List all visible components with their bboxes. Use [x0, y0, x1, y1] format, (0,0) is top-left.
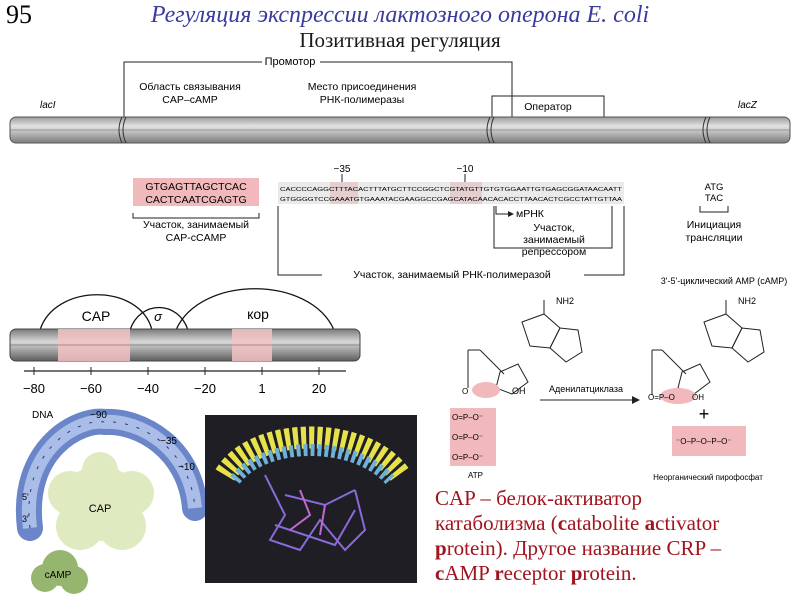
initiation-label-1: Инициация [687, 219, 742, 231]
repressor-label-1: Участок, [533, 222, 574, 234]
dna-cylinder [9, 116, 791, 144]
note-line-3: protein). Другое название CRP – [435, 536, 722, 560]
nh2-right: NH2 [738, 296, 756, 306]
polymerase-site-label-1: Место присоединения [308, 81, 417, 93]
cap-protein-label: CAP [89, 503, 112, 515]
sigma-arc [129, 307, 189, 331]
map-tick-label: 20 [312, 381, 326, 396]
cap-protein [48, 452, 154, 550]
enzyme-label: Аденилатциклаза [549, 384, 623, 394]
cap-site-label-2: CAP–cAMP [162, 94, 217, 106]
cap-seq-top: GTGAGTTAGCTCAC [145, 181, 247, 193]
minus35-label: −35 [334, 164, 351, 175]
svg-text:O=P–O⁻: O=P–O⁻ [452, 433, 483, 442]
promoter-seq-top: CACCCCAGGCTTTACACTTTATGCTTCCGGCTCGTATGTT… [280, 187, 623, 193]
polymerase-site-label-2: РНК-полимеразы [320, 94, 404, 106]
map-tick-label: −80 [23, 381, 45, 396]
binding-map: CAP σ кор −80 −60 −40 −20 1 20 [9, 288, 361, 396]
laci-label: lacI [40, 100, 56, 111]
end5-label: 5' [22, 492, 29, 502]
map-tick-label: −60 [80, 381, 102, 396]
cap-sequence-box: GTGAGTTAGCTCAC CACTCAATCGAGTG Участок, з… [132, 178, 260, 244]
sigma-region-tag: σ [154, 309, 163, 324]
initiation-label-2: трансляции [685, 232, 742, 244]
cap-arc [39, 294, 153, 331]
dna-label: DNA [32, 410, 53, 421]
svg-text:O=P–O⁻: O=P–O⁻ [452, 413, 483, 422]
start-codon-bottom: TAC [705, 193, 723, 204]
repressor-label-3: репрессором [522, 246, 586, 258]
slide-number: 95 [6, 0, 32, 29]
polymerase-region-label: Участок, занимаемый РНК-полимеразой [353, 269, 551, 281]
core-arc [175, 288, 335, 331]
cap-region-label-1: Участок, занимаемый [143, 219, 249, 231]
camp-label: cAMP [45, 570, 72, 581]
crystal-structure-image [205, 415, 417, 583]
cap-dna-model: CAP cAMP DNA −90 −35 −10 5' 3' [15, 408, 205, 594]
svg-text:O: O [462, 387, 468, 396]
operon-diagram: Промотор Область связывания CAP–cAMP Мес… [9, 53, 791, 281]
promoter-label: Промотор [265, 56, 316, 68]
atp-label: ATP [468, 471, 483, 480]
note-line-1: CAP – белок-активатор [435, 486, 642, 510]
pos-minus10: −10 [178, 462, 195, 473]
map-tick-label: 1 [258, 381, 265, 396]
map-tick-label: −40 [137, 381, 159, 396]
camp-title: 3'-5'-циклический AMP (cAMP) [661, 276, 787, 286]
slide-title: Регуляция экспрессии лактозного оперона … [150, 2, 650, 28]
map-ticks: −80 −60 −40 −20 1 20 [23, 367, 326, 396]
cap-note: CAP – белок-активатор катаболизма (catab… [435, 486, 795, 586]
core-region-tag: кор [247, 306, 269, 322]
mrna-label: мРНК [516, 208, 545, 220]
note-line-4: cAMP receptor protein. [435, 561, 637, 585]
nh2-left: NH2 [556, 296, 574, 306]
cap-region-tag: CAP [82, 308, 111, 324]
slide-subtitle: Позитивная регуляция [299, 28, 501, 52]
svg-text:O=P–O: O=P–O [648, 393, 675, 402]
cap-region-label-2: CAP-cCAMP [166, 232, 227, 244]
note-line-2: катаболизма (catabolite activator [435, 511, 720, 535]
cap-site-label-1: Область связывания [139, 81, 241, 93]
map-tick-label: −20 [194, 381, 216, 396]
camp-synthesis-scheme: 3'-5'-циклический AMP (cAMP) NH2 OH O O=… [450, 276, 787, 482]
operator-label: Оператор [524, 101, 572, 113]
svg-text:⁻O–P–O–P–O⁻: ⁻O–P–O–P–O⁻ [676, 437, 732, 446]
start-codon-top: ATG [705, 182, 724, 193]
cap-seq-bottom: CACTCAATCGAGTG [145, 194, 246, 206]
svg-text:O=P–O⁻: O=P–O⁻ [452, 453, 483, 462]
pyrophosphate-label: Неорганический пирофосфат [653, 473, 763, 482]
atp-structure [467, 300, 583, 395]
svg-text:OH: OH [512, 386, 526, 396]
promoter-bracket: Промотор [123, 53, 513, 142]
minus10-label: −10 [457, 164, 474, 175]
repressor-label-2: занимаемый [523, 234, 585, 246]
promoter-seq-bottom: GTGGGGTCCGAAATGTGAAATACGAAGGCCGAGCATACAA… [280, 197, 622, 203]
plus-sign: + [699, 404, 710, 424]
promoter-sequence: −35 −10 CACCCCAGGCTTTACACTTTATGCTTCCGGCT… [277, 164, 625, 281]
pos-minus35: −35 [160, 436, 177, 447]
start-codon: ATG TAC Инициация трансляции [685, 182, 742, 244]
lacz-label: lacZ [738, 100, 758, 111]
svg-text:OH: OH [692, 393, 704, 402]
camp-structure [651, 300, 765, 395]
camp-molecule [31, 550, 88, 594]
pos-minus90: −90 [90, 410, 107, 421]
end3-label: 3' [22, 514, 29, 524]
